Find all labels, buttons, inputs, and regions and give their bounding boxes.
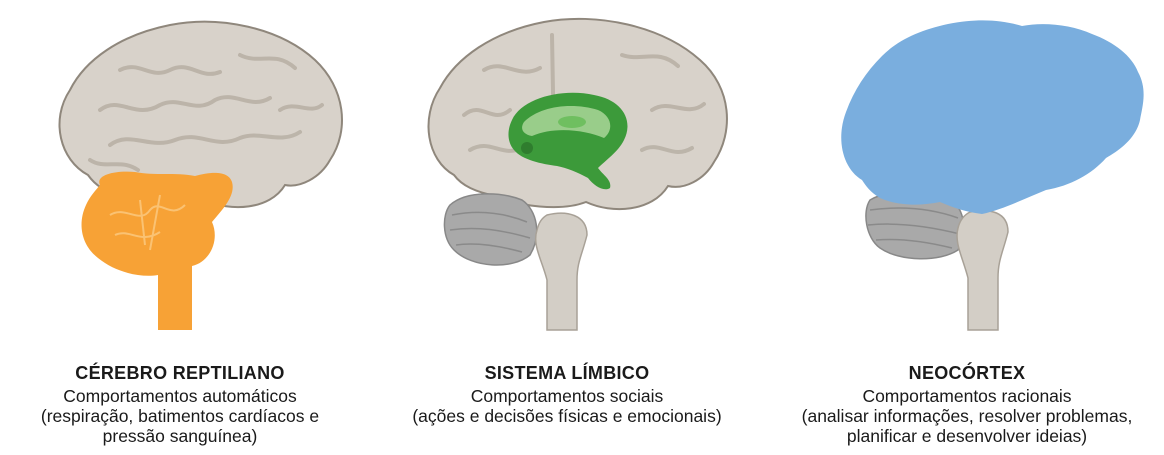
caption-limbic: SISTEMA LÍMBICO Comportamentos sociais (… bbox=[372, 362, 762, 426]
brainstem bbox=[956, 209, 1009, 331]
panel-subtitle: Comportamentos sociais bbox=[470, 386, 664, 406]
panel-detail: (ações e decisões físicas e emocionais) bbox=[412, 406, 722, 426]
panel-title: CÉREBRO REPTILIANO bbox=[75, 363, 285, 383]
brain-limbic-icon bbox=[427, 17, 728, 331]
panel-reptilian: CÉREBRO REPTILIANO Comportamentos automá… bbox=[0, 0, 360, 455]
brain-neocortex-icon bbox=[841, 20, 1144, 331]
brain-reptilian-icon bbox=[58, 20, 343, 330]
caption-reptilian: CÉREBRO REPTILIANO Comportamentos automá… bbox=[0, 362, 360, 446]
panel-subtitle: Comportamentos racionais bbox=[862, 386, 1072, 406]
panel-title: SISTEMA LÍMBICO bbox=[484, 363, 650, 383]
brainstem bbox=[535, 212, 588, 331]
neocortex-region bbox=[841, 20, 1144, 214]
panel-neocortex: NEOCÓRTEX Comportamentos racionais (anal… bbox=[770, 0, 1164, 455]
panel-detail: (analisar informações, resolver problema… bbox=[801, 406, 1133, 426]
caption-neocortex: NEOCÓRTEX Comportamentos racionais (anal… bbox=[770, 362, 1164, 446]
reptilian-region bbox=[81, 171, 233, 330]
panel-limbic: SISTEMA LÍMBICO Comportamentos sociais (… bbox=[372, 0, 762, 455]
panel-subtitle: Comportamentos automáticos bbox=[63, 386, 297, 406]
panel-detail: (respiração, batimentos cardíacos e bbox=[40, 406, 320, 426]
panel-title: NEOCÓRTEX bbox=[908, 363, 1026, 383]
panel-detail: planificar e desenvolver ideias) bbox=[846, 426, 1088, 446]
panel-detail: pressão sanguínea) bbox=[102, 426, 258, 446]
